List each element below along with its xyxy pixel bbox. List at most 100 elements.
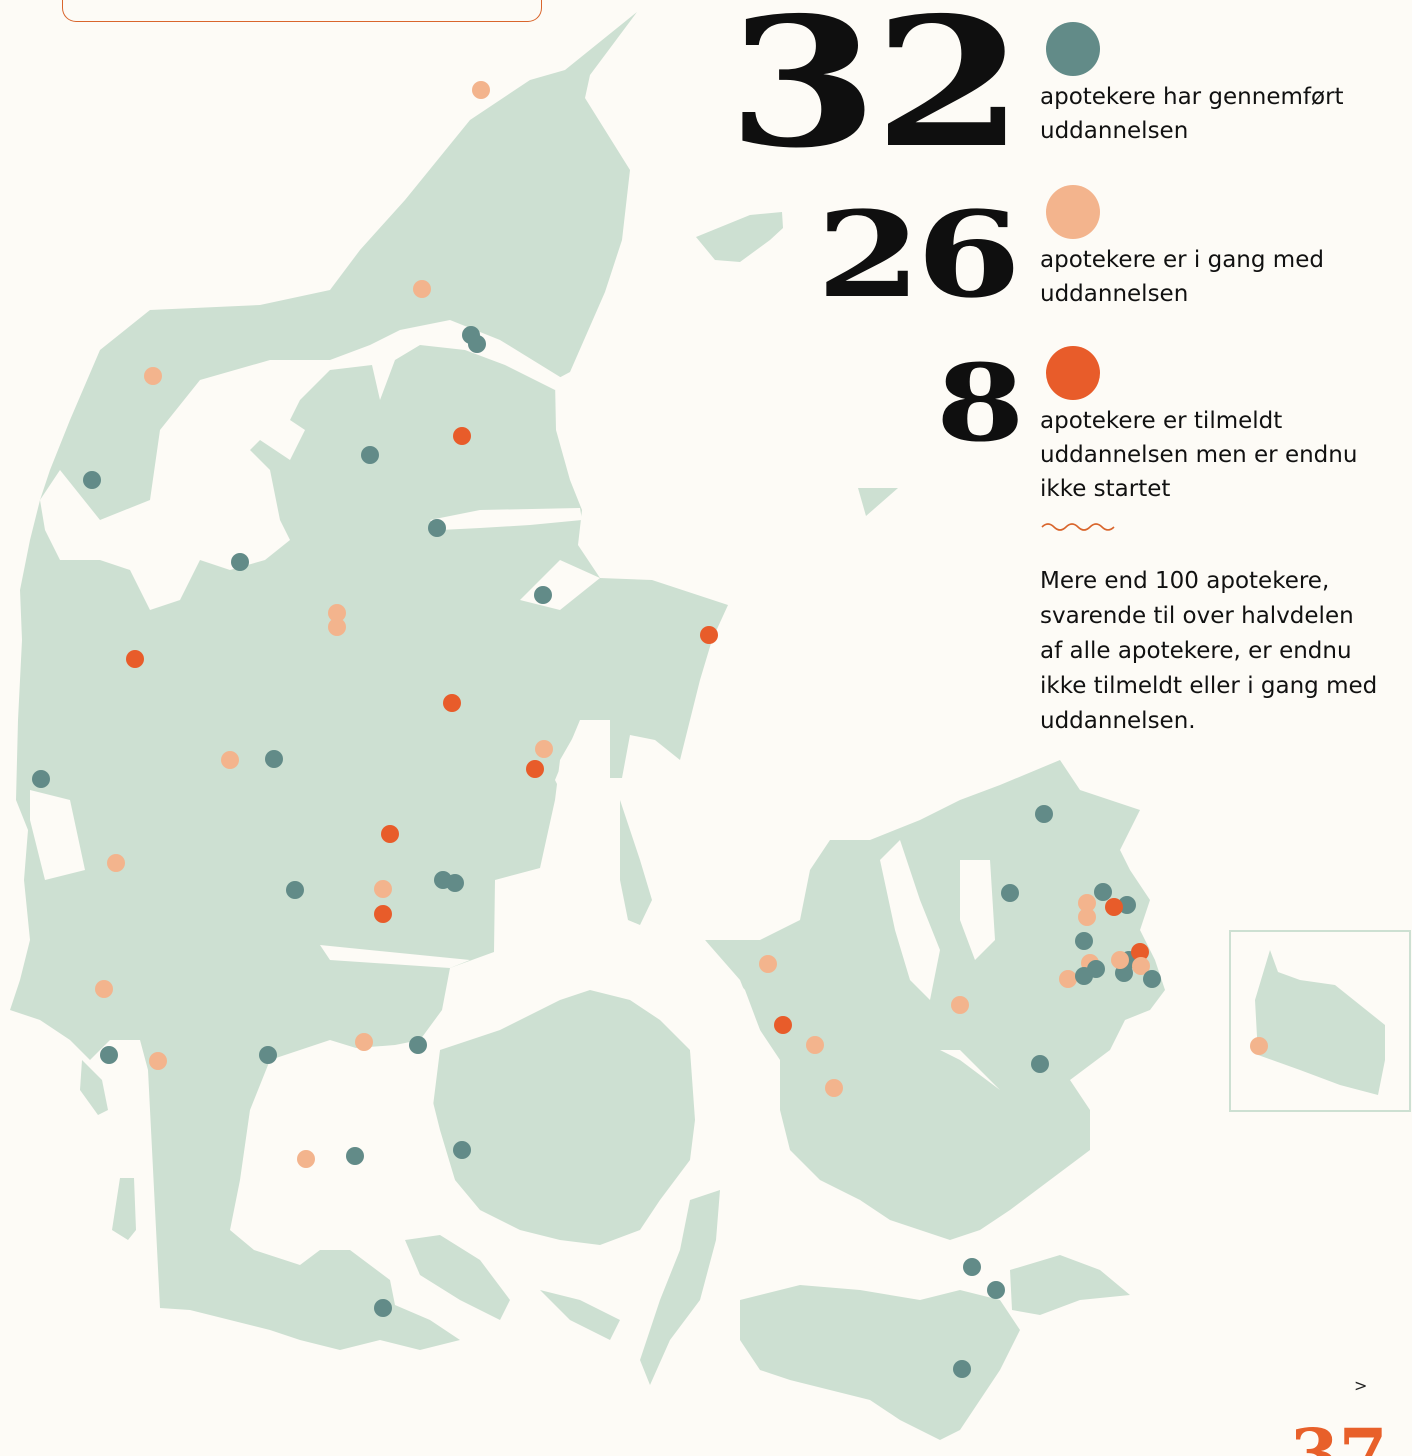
pharmacy-marker-completed [409,1036,427,1054]
mon-island [1010,1255,1130,1315]
registered-count: 8 [936,340,1025,465]
in-progress-count: 26 [816,185,1021,324]
next-page-arrow-icon[interactable]: > [1354,1376,1368,1395]
pharmacy-marker-in-progress [221,751,239,769]
pharmacy-marker-completed [453,1141,471,1159]
pharmacy-marker-completed [1075,967,1093,985]
pharmacy-marker-completed [987,1281,1005,1299]
pharmacy-marker-registered [381,825,399,843]
pharmacy-marker-registered [453,427,471,445]
land-shapes [10,12,1385,1440]
pharmacy-marker-completed [446,874,464,892]
zealand [705,760,1165,1240]
squiggle-divider-icon [1041,523,1115,531]
smaalandsfarvandet [780,1180,900,1270]
pharmacy-marker-registered [1131,943,1149,961]
mariager-fjord [430,508,582,530]
pharmacy-marker-in-progress [1132,957,1150,975]
pharmacy-marker-registered [774,1016,792,1034]
fano-island [80,1060,108,1115]
pharmacy-marker-in-progress [1078,908,1096,926]
ringkobing-fjord [30,790,85,880]
pharmacy-marker-completed [1035,805,1053,823]
in-progress-legend-dot [1046,185,1100,239]
pharmacy-marker-in-progress [806,1036,824,1054]
pharmacy-marker-completed [374,1299,392,1317]
langeland-island [640,1190,720,1385]
top-frame [62,0,542,22]
funen [430,990,695,1245]
page-number: 37 [1290,1413,1388,1456]
pharmacy-marker-completed [83,471,101,489]
pharmacy-marker-completed [953,1360,971,1378]
storebaelt-channel [660,940,780,1150]
pharmacy-marker-in-progress [328,604,346,622]
jutland [10,12,728,1350]
pharmacy-marker-in-progress [355,1033,373,1051]
kattegat-coast [555,720,610,790]
registered-legend-text: apotekere er tilmeldt uddannelsen men er… [1040,408,1358,502]
pharmacy-marker-in-progress [472,81,490,99]
pharmacy-marker-completed [346,1147,364,1165]
pharmacy-marker-in-progress [149,1052,167,1070]
roskilde-fjord [960,860,995,960]
pharmacy-marker-completed [32,770,50,788]
pharmacy-marker-in-progress [825,1079,843,1097]
pharmacy-marker-completed [1094,883,1112,901]
pharmacy-marker-registered [126,650,144,668]
pharmacy-marker-in-progress [374,880,392,898]
completed-count: 32 [727,0,1025,187]
pharmacy-marker-registered [374,905,392,923]
laeso-island [696,212,783,262]
pharmacy-marker-in-progress [951,996,969,1014]
pharmacy-marker-completed [534,586,552,604]
pharmacy-marker-completed [259,1046,277,1064]
pharmacy-marker-registered [443,694,461,712]
lolland-falster [740,1285,1020,1440]
bornholm-inset-frame [1229,930,1411,1112]
pharmacy-marker-completed [963,1258,981,1276]
pharmacy-marker-registered [1105,898,1123,916]
pharmacy-marker-in-progress [144,367,162,385]
pharmacy-marker-in-progress [1111,951,1129,969]
pharmacy-marker-in-progress [1250,1037,1268,1055]
pharmacy-marker-completed [100,1046,118,1064]
summary-note: Mere end 100 apotekere, svarende til ove… [1040,568,1378,734]
pharmacy-marker-completed [1001,884,1019,902]
pharmacy-marker-completed [265,750,283,768]
pharmacy-marker-in-progress [535,740,553,758]
pharmacy-marker-in-progress [413,280,431,298]
romo-island [112,1178,136,1240]
limfjord [40,320,565,610]
isefjord [880,840,940,1000]
in-progress-legend-text: apotekere er i gang med uddannelsen [1040,247,1324,307]
pharmacy-marker-in-progress [297,1150,315,1168]
pharmacy-marker-completed [428,519,446,537]
pharmacy-marker-in-progress [759,955,777,973]
pharmacy-markers [32,81,1268,1378]
pharmacy-marker-completed [1075,932,1093,950]
pharmacy-marker-in-progress [1078,894,1096,912]
pharmacy-marker-completed [286,881,304,899]
pharmacy-marker-completed [468,335,486,353]
pharmacy-marker-registered [526,760,544,778]
pharmacy-marker-completed [361,446,379,464]
lillebaelt [400,1050,455,1200]
completed-legend-dot [1046,22,1100,76]
pharmacy-marker-registered [700,626,718,644]
water-channels [30,320,1000,1270]
pharmacy-marker-in-progress [107,854,125,872]
bornholm-island [1255,950,1385,1095]
registered-legend-dot [1046,346,1100,400]
aero-island [540,1290,620,1340]
pharmacy-marker-in-progress [328,618,346,636]
als-island [405,1235,510,1320]
anholt-island [858,488,898,516]
pharmacy-marker-completed [1143,970,1161,988]
pharmacy-marker-completed [231,553,249,571]
vejle-fjord [320,945,470,968]
completed-legend-text: apotekere har gennemført uddannelsen [1040,84,1344,144]
pharmacy-marker-completed [1031,1055,1049,1073]
